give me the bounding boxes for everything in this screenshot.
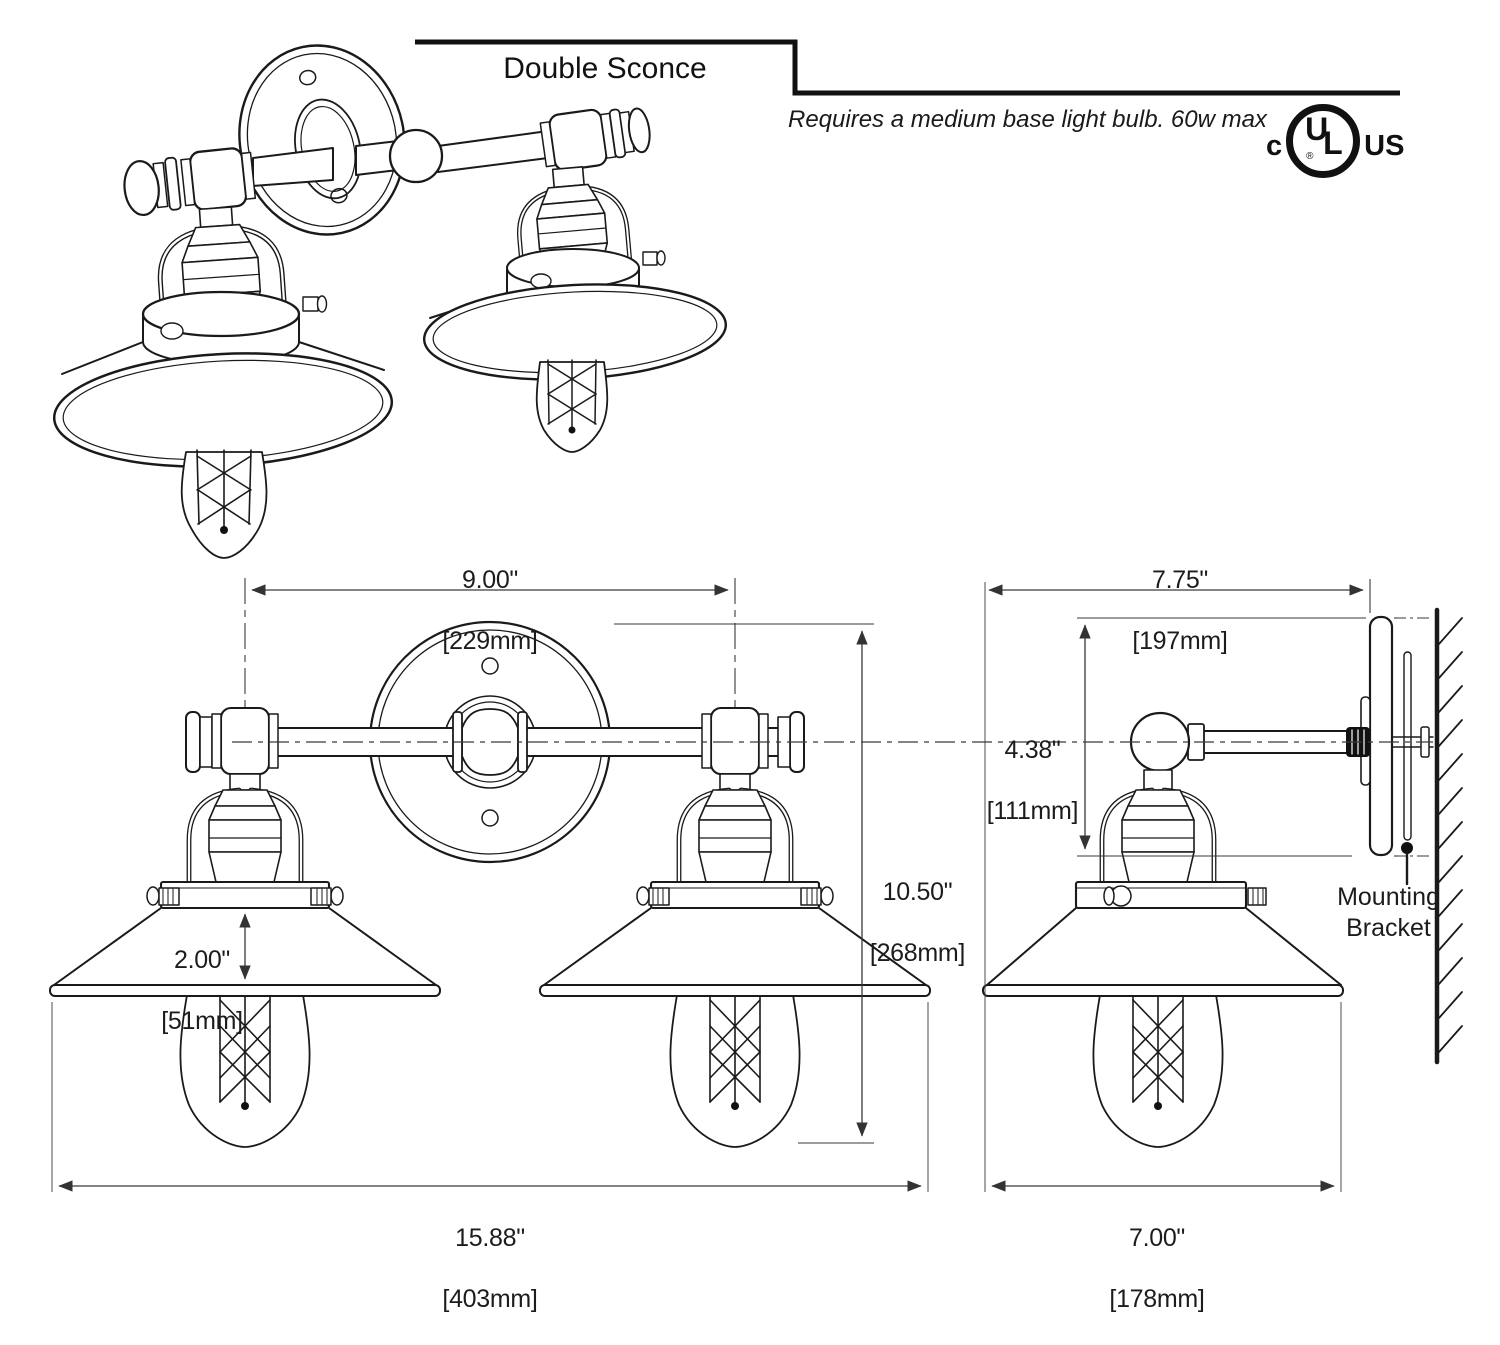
dim-lamp-spacing-mm: [229mm] [442,626,538,655]
dim-overall-height-inches: 10.50" [882,877,953,906]
dim-backplate-height-inches: 4.38" [1004,735,1061,764]
wall-section [1434,607,1463,1065]
dim-shade-height-label: 2.00" [51mm] [128,914,276,1067]
dim-extension-depth-label: 7.75" [197mm] [1070,534,1290,687]
dim-lamp-spacing-inches: 9.00" [461,565,519,594]
dim-shade-diameter-label: 7.00" [178mm] [1047,1192,1267,1345]
sconce-line-art [49,39,1463,1192]
dim-lamp-spacing-label: 9.00" [229mm] [380,534,600,687]
ul-us-letters: US [1364,130,1405,162]
dim-overall-width-label: 15.88" [403mm] [380,1192,600,1345]
dimension-annotations [51,578,1433,1192]
dim-shade-height-mm: [51mm] [161,1006,243,1035]
drawing-title: Double Sconce [503,52,707,85]
dim-shade-diameter-mm: [178mm] [1109,1284,1205,1313]
backplate-part [1368,615,1394,857]
dim-shade-height-inches: 2.00" [173,945,231,974]
title-rule-line [415,39,1400,96]
dim-overall-height-label: 10.50" [268mm] [835,846,1000,999]
dim-extension-depth-mm: [197mm] [1132,626,1228,655]
front-view-drawing [49,620,931,1148]
perspective-view-drawing [52,44,728,559]
ul-circle-mark: U L ® [1286,104,1361,178]
dim-overall-width-mm: [403mm] [442,1284,538,1313]
dim-extension-depth-inches: 7.75" [1151,565,1209,594]
dim-overall-height-mm: [268mm] [869,938,966,967]
registered-trademark-symbol: ® [1306,151,1314,162]
dim-backplate-height-label: 4.38" [111mm] [950,704,1115,857]
mounting-bracket-label: Mounting Bracket [1337,883,1440,942]
technical-drawing-page: Double Sconce Requires a medium base lig… [49,39,1463,1313]
bulb-requirement-note: Requires a medium base light bulb. 60w m… [788,106,1267,133]
ul-letter-l: L [1323,125,1343,161]
side-view-drawing [982,607,1463,1148]
ul-letter-u: U [1305,111,1329,147]
ul-certification-logo: c U L ® US [1266,104,1404,178]
ul-canada-letter: c [1266,130,1283,162]
dim-shade-diameter-inches: 7.00" [1128,1223,1186,1252]
mounting-bracket-part [1403,651,1412,841]
dim-backplate-height-mm: [111mm] [986,796,1079,825]
dim-overall-width-inches: 15.88" [455,1223,525,1252]
